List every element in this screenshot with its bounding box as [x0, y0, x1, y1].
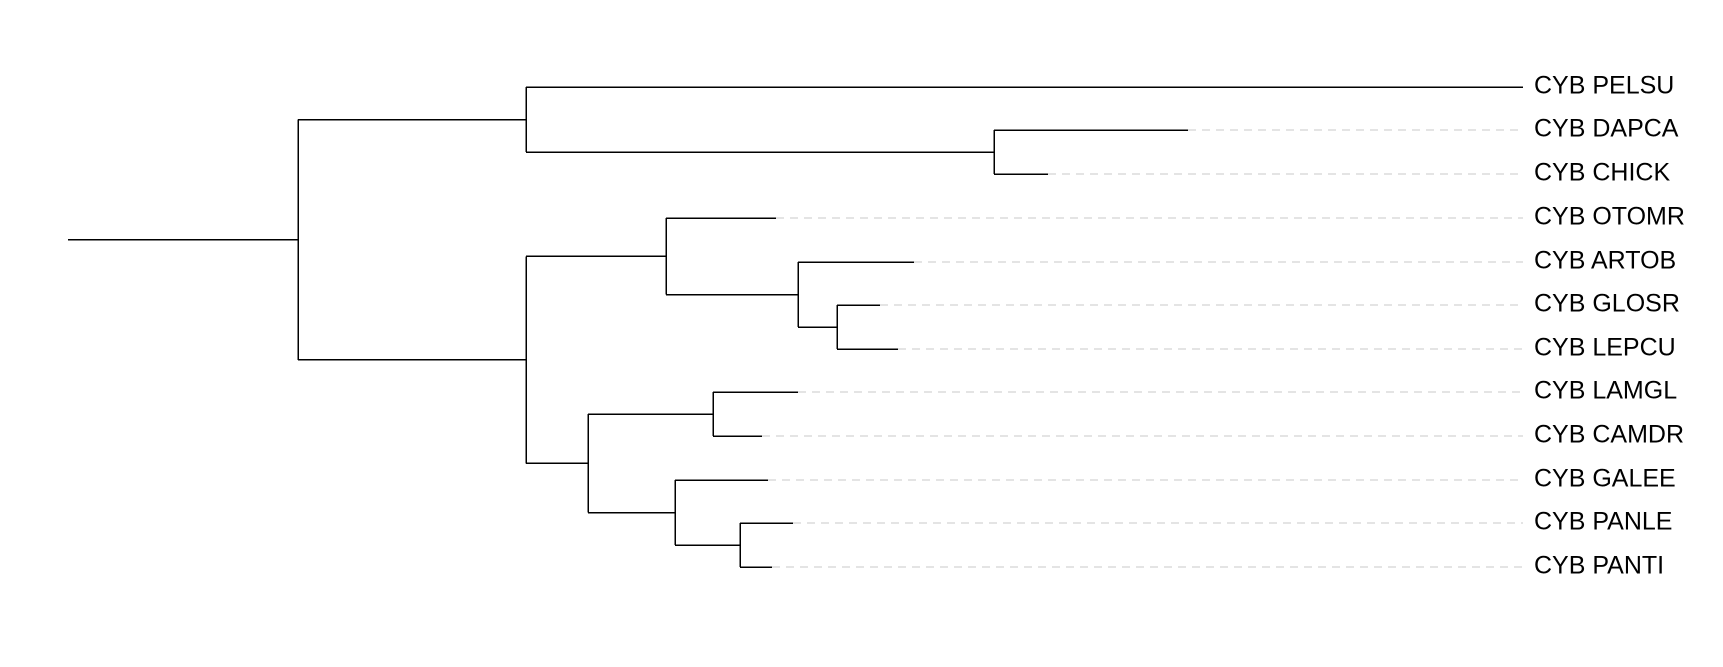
leaf-label-camdr: CYB CAMDR	[1534, 421, 1684, 449]
leaf-label-artob: CYB ARTOB	[1534, 247, 1676, 275]
leaf-label-pelsu: CYB PELSU	[1534, 72, 1674, 100]
leaf-label-panti: CYB PANTI	[1534, 552, 1664, 580]
leaf-label-panle: CYB PANLE	[1534, 508, 1672, 536]
leaf-label-glosr: CYB GLOSR	[1534, 290, 1680, 318]
leaf-label-chick: CYB CHICK	[1534, 159, 1670, 187]
leaf-label-lepcu: CYB LEPCU	[1534, 334, 1676, 362]
leaf-label-galee: CYB GALEE	[1534, 465, 1676, 493]
leaf-label-otomr: CYB OTOMR	[1534, 203, 1685, 231]
leaf-label-lamgl: CYB LAMGL	[1534, 377, 1677, 405]
leaf-labels: CYB PELSU CYB DAPCA CYB CHICK CYB OTOMR …	[1534, 72, 1685, 580]
leaf-label-dapca: CYB DAPCA	[1534, 115, 1679, 143]
tree-branches	[68, 86, 1523, 568]
leaf-guide-lines	[762, 129, 1523, 568]
